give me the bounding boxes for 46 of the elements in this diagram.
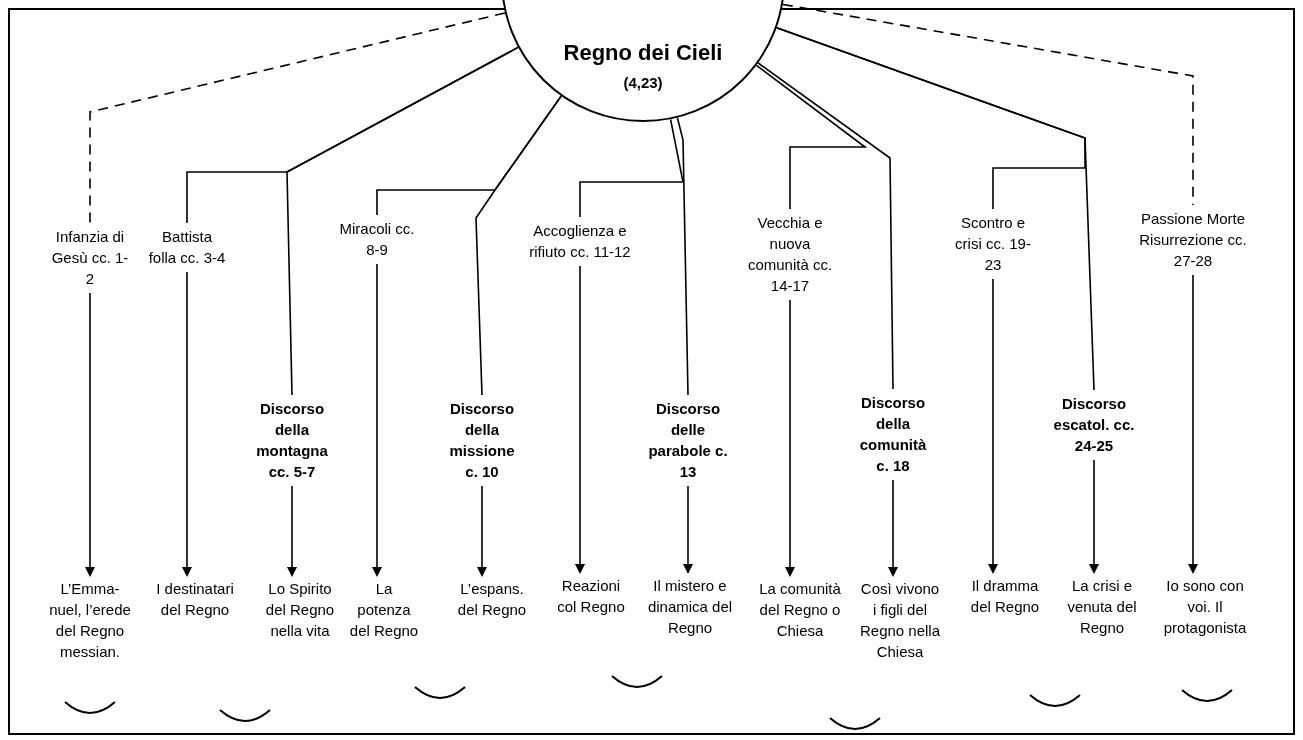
- arrow: [182, 271, 192, 577]
- section-label: Miracoli cc. 8-9: [337, 218, 417, 260]
- arrow: [575, 265, 585, 574]
- connector-line: [782, 3, 1194, 206]
- arrow: [287, 485, 297, 577]
- section-label: Lo Spirito del Regno nella vita: [258, 578, 342, 641]
- section-label: Reazioni col Regno: [555, 575, 627, 617]
- connector-line: [757, 62, 894, 390]
- section-label: L’Emma- nuel, l’erede del Regno messian.: [49, 578, 131, 662]
- connector-line: [775, 27, 1095, 391]
- section-label: Così vivono i figli del Regno nella Chiesa: [859, 578, 941, 662]
- discourse-label: Discorso delle parabole c. 13: [648, 398, 728, 482]
- arrow: [1089, 459, 1099, 574]
- connector-line: [475, 95, 562, 396]
- arrow: [785, 299, 795, 577]
- arrow: [888, 479, 898, 577]
- discourse-label: Discorso escatol. cc. 24-25: [1051, 393, 1137, 456]
- connector-line: [286, 46, 519, 396]
- arrow: [683, 485, 693, 574]
- arrow: [477, 485, 487, 577]
- connector-line: [89, 12, 506, 224]
- section-label: Passione Morte Risurrezione cc. 27-28: [1138, 208, 1248, 271]
- connector-line: [676, 116, 689, 396]
- section-label: La crisi e venuta del Regno: [1060, 575, 1144, 638]
- section-label: Il dramma del Regno: [960, 575, 1050, 617]
- section-label: I destinatari del Regno: [152, 578, 238, 620]
- title-text: Regno dei Cieli: [563, 39, 723, 67]
- section-label: L’espans. del Regno: [450, 578, 534, 620]
- section-label: Il mistero e dinamica del Regno: [645, 575, 735, 638]
- reference-text: (4,23): [623, 73, 663, 93]
- section-label: La comunità del Regno o Chiesa: [755, 578, 845, 641]
- section-label: Io sono con voi. Il protagonista: [1155, 575, 1255, 638]
- discourse-label: Discorso della missione c. 10: [442, 398, 522, 482]
- section-label: Accoglienza e rifiuto cc. 11-12: [525, 220, 635, 262]
- section-label: Vecchia e nuova comunità cc. 14-17: [745, 212, 835, 296]
- section-label: Scontro e crisi cc. 19-23: [948, 212, 1038, 275]
- discourse-label: Discorso della comunità c. 18: [852, 392, 934, 476]
- section-label: La potenza del Regno: [348, 578, 420, 641]
- arrow: [1188, 274, 1198, 574]
- section-label: Battista folla cc. 3-4: [147, 226, 227, 268]
- discourse-label: Discorso della montagna cc. 5-7: [249, 398, 335, 482]
- arrow: [988, 278, 998, 574]
- connector-line: [755, 64, 868, 210]
- arrow: [372, 263, 382, 577]
- section-label: Infanzia di Gesù cc. 1-2: [50, 226, 130, 289]
- arrow: [85, 292, 95, 577]
